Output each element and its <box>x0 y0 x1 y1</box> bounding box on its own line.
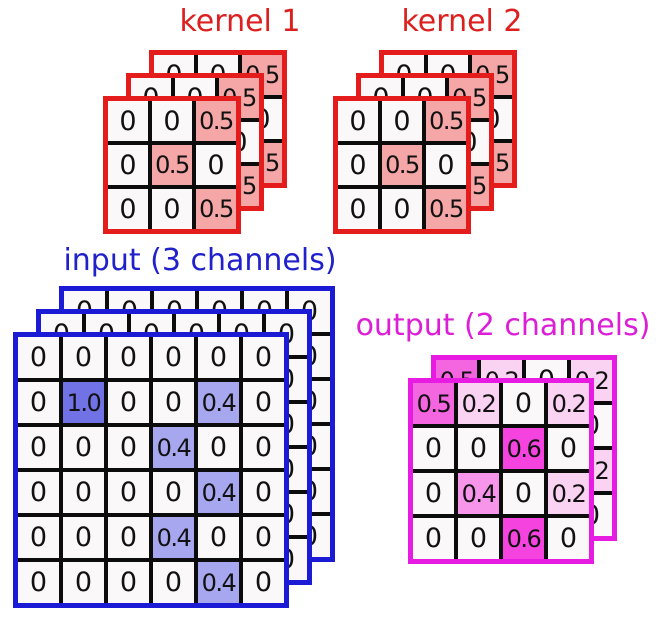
matrix-cell: 0 <box>243 427 284 468</box>
matrix-cell: 0 <box>108 517 149 558</box>
matrix-cell: 0 <box>426 145 466 185</box>
matrix-cell: 0 <box>152 189 192 229</box>
matrix-cell: 0 <box>63 517 104 558</box>
matrix-cell: 0 <box>153 562 194 603</box>
matrix-cell: 0 <box>413 428 454 469</box>
matrix-cell: 0 <box>243 517 284 558</box>
matrix-cell: 0 <box>338 145 378 185</box>
matrix-cell: 0.5 <box>382 145 422 185</box>
matrix-cell: 0.4 <box>153 517 194 558</box>
matrix-cell: 0 <box>18 427 59 468</box>
matrix-cell: 0 <box>338 101 378 141</box>
matrix-cell: 0.5 <box>196 189 236 229</box>
matrix-cell: 0 <box>18 337 59 378</box>
matrix-cell: 0 <box>152 101 192 141</box>
matrix-cell: 0.4 <box>153 427 194 468</box>
matrix-cell: 0.5 <box>426 189 466 229</box>
matrix-cell: 0.4 <box>198 562 239 603</box>
kernel2-title: kernel 2 <box>401 4 523 39</box>
matrix-cell: 0 <box>382 101 422 141</box>
matrix-cell: 0 <box>458 518 499 559</box>
matrix-cell: 0.5 <box>152 145 192 185</box>
matrix-cell: 0.5 <box>413 383 454 424</box>
input-title: input (3 channels) <box>63 243 337 278</box>
matrix-cell: 0 <box>243 382 284 423</box>
matrix-cell: 0.6 <box>503 518 544 559</box>
matrix-cell: 0 <box>413 473 454 514</box>
matrix-cell: 0 <box>108 145 148 185</box>
matrix-cell: 0 <box>458 428 499 469</box>
kernel1-title: kernel 1 <box>179 4 301 39</box>
matrix-cell: 0 <box>63 562 104 603</box>
matrix-cell: 0 <box>503 473 544 514</box>
matrix-cell: 0 <box>18 472 59 513</box>
matrix-cell: 0 <box>198 337 239 378</box>
matrix-cell: 0 <box>108 562 149 603</box>
matrix-cell: 0 <box>108 472 149 513</box>
matrix-cell: 0 <box>18 562 59 603</box>
matrix-cell: 0 <box>63 427 104 468</box>
matrix-cell: 0 <box>63 337 104 378</box>
matrix-cell: 0.2 <box>548 473 589 514</box>
output-title: output (2 channels) <box>355 308 651 343</box>
matrix-cell: 0 <box>63 472 104 513</box>
matrix-cell: 0 <box>108 189 148 229</box>
matrix-cell: 0 <box>153 472 194 513</box>
matrix-cell: 0 <box>108 427 149 468</box>
matrix-cell: 0 <box>108 101 148 141</box>
matrix-cell: 0 <box>243 337 284 378</box>
matrix-cell: 0 <box>196 145 236 185</box>
matrix-cell: 0 <box>243 562 284 603</box>
matrix-cell: 0 <box>108 382 149 423</box>
matrix-cell: 1.0 <box>63 382 104 423</box>
matrix-cell: 0 <box>198 517 239 558</box>
matrix-cell: 0.6 <box>503 428 544 469</box>
matrix-cell: 0 <box>413 518 454 559</box>
matrix-cell: 0 <box>18 382 59 423</box>
matrix-cell: 0 <box>382 189 422 229</box>
matrix-cell: 0 <box>153 382 194 423</box>
matrix-cell: 0.4 <box>198 382 239 423</box>
matrix-cell: 0 <box>198 427 239 468</box>
matrix-cell: 0 <box>153 337 194 378</box>
matrix-cell: 0.2 <box>548 383 589 424</box>
matrix-cell: 0 <box>548 428 589 469</box>
matrix-cell: 0.4 <box>198 472 239 513</box>
matrix-cell: 0.5 <box>196 101 236 141</box>
matrix-cell: 0 <box>18 517 59 558</box>
matrix-cell: 0.4 <box>458 473 499 514</box>
matrix-cell: 0 <box>503 383 544 424</box>
matrix-cell: 0 <box>338 189 378 229</box>
matrix-cell: 0.5 <box>426 101 466 141</box>
matrix-cell: 0 <box>243 472 284 513</box>
matrix-cell: 0 <box>548 518 589 559</box>
matrix-cell: 0 <box>108 337 149 378</box>
matrix-cell: 0.2 <box>458 383 499 424</box>
